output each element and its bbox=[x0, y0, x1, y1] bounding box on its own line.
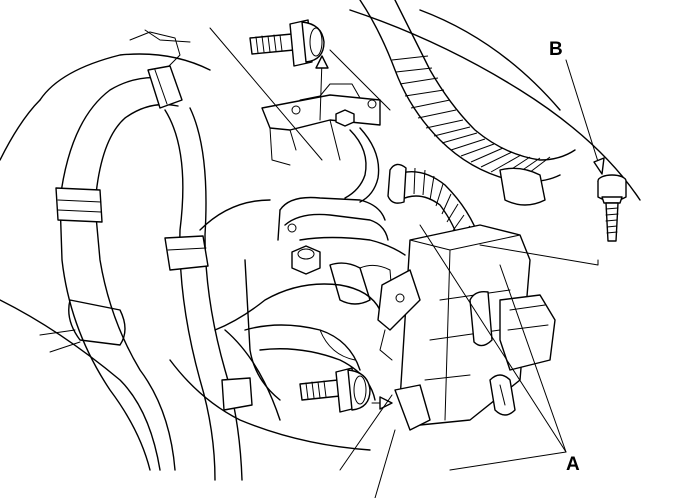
bracket-nut-icon bbox=[335, 109, 355, 127]
nut-mid-icon bbox=[291, 245, 321, 275]
ecm-module bbox=[377, 224, 556, 431]
leader-lines bbox=[209, 27, 605, 498]
coolant-hose-left bbox=[55, 65, 183, 471]
callout-label-a: A bbox=[566, 454, 580, 475]
engine-mount-bracket bbox=[199, 199, 393, 401]
harness-stay bbox=[277, 127, 406, 256]
flange-bolt-lower-icon bbox=[299, 367, 371, 413]
flange-bolt-b-icon bbox=[597, 174, 627, 242]
lower-left-fitting bbox=[39, 299, 126, 353]
wiring-harness bbox=[359, 0, 576, 246]
callout-label-b: B bbox=[549, 39, 563, 60]
engine-outline-lines bbox=[0, 9, 641, 471]
coolant-hose-right bbox=[164, 107, 253, 481]
flange-bolt-top-icon bbox=[249, 19, 325, 67]
